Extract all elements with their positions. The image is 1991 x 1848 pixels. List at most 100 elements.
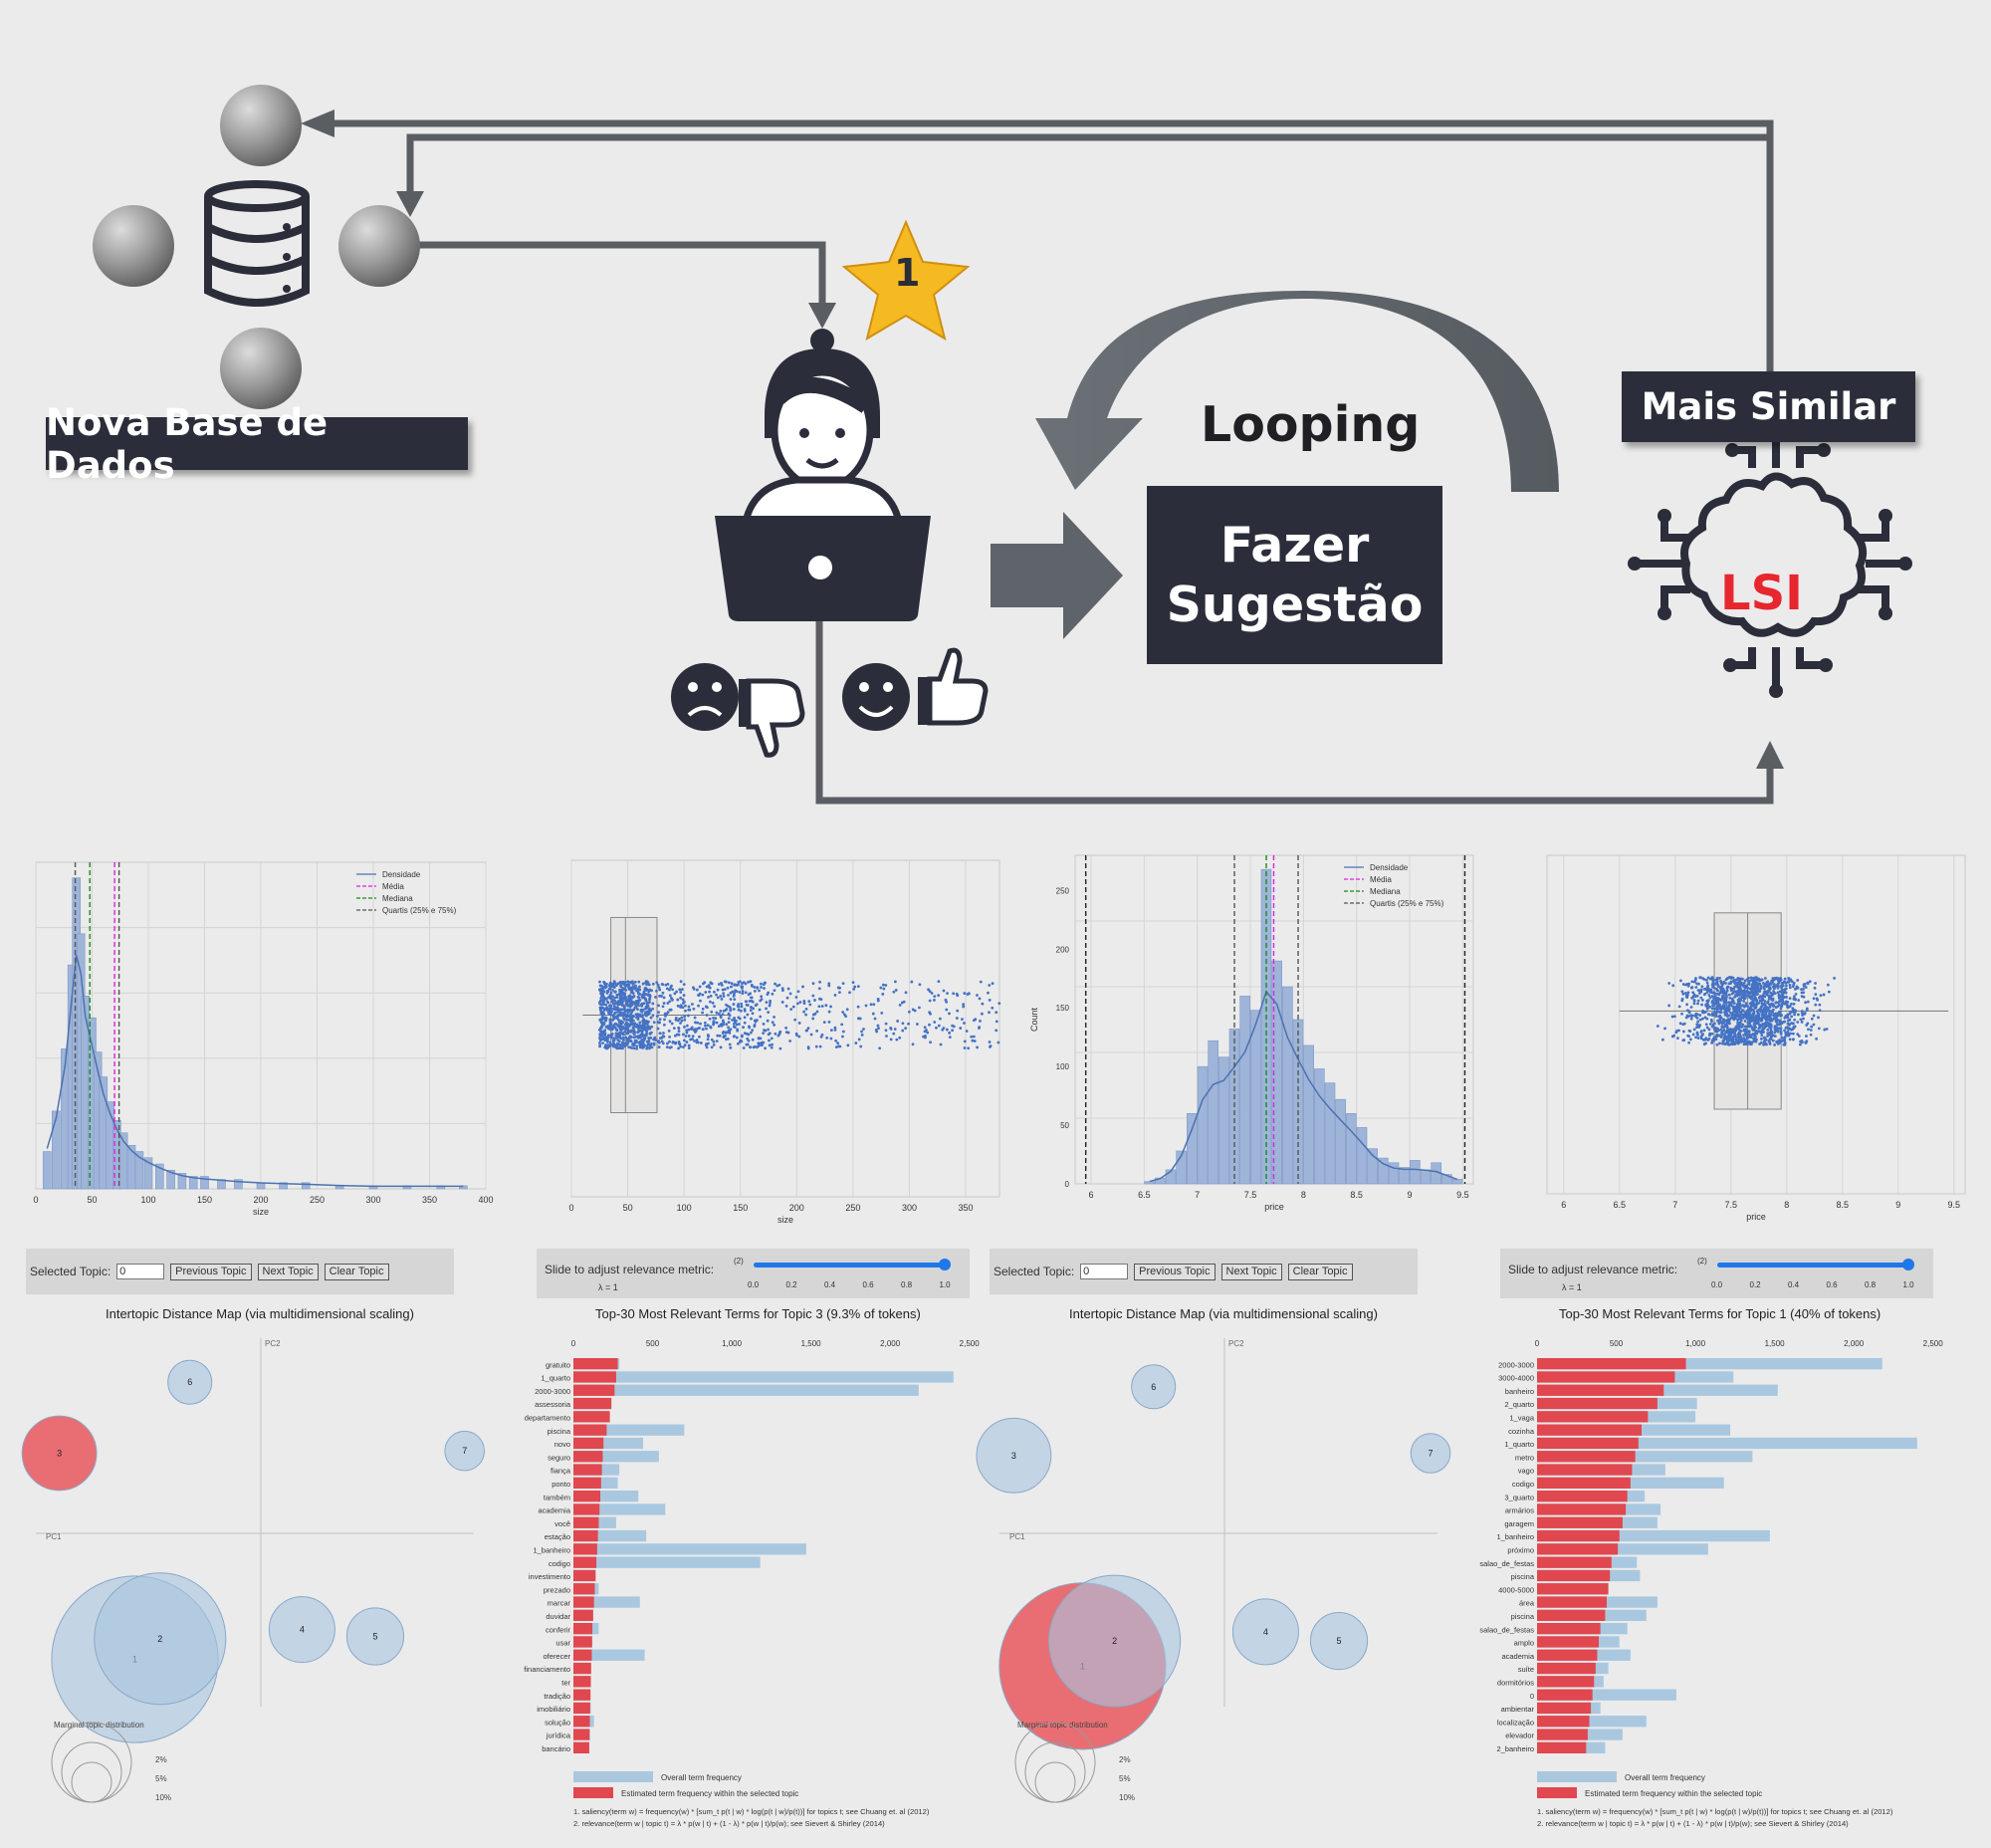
strip-point: [640, 1025, 644, 1029]
strip-point: [1797, 1035, 1801, 1038]
slider-handle[interactable]: [939, 1259, 951, 1270]
strip-point: [737, 983, 740, 987]
strip-point: [611, 1039, 615, 1042]
strip-point: [657, 986, 661, 990]
strip-point: [1776, 1014, 1779, 1018]
x-tick-label: 0: [1535, 1339, 1540, 1348]
strip-point: [633, 1003, 637, 1006]
selected-topic-input[interactable]: 0: [116, 1264, 165, 1279]
relevance-slider[interactable]: [754, 1263, 945, 1268]
strip-point: [1802, 984, 1806, 988]
strip-point: [1705, 978, 1708, 982]
strip-point: [1778, 1019, 1782, 1023]
clear-topic-button[interactable]: Clear Topic: [1287, 1263, 1353, 1280]
histogram-bar: [155, 1163, 164, 1190]
strip-point: [1748, 987, 1752, 991]
strip-point: [1712, 991, 1716, 995]
strip-point: [1714, 996, 1717, 999]
legend-swatch-overall: [1537, 1771, 1617, 1782]
strip-point: [1804, 1001, 1808, 1005]
strip-point: [1788, 986, 1792, 990]
strip-point: [1737, 1028, 1741, 1032]
strip-point: [613, 1016, 617, 1020]
strip-point: [617, 1000, 621, 1004]
strip-point: [641, 1022, 645, 1026]
strip-point: [738, 1017, 742, 1021]
strip-point: [1738, 1016, 1742, 1020]
strip-point: [1707, 1028, 1711, 1032]
strip-point: [693, 1028, 697, 1032]
strip-point: [1734, 1007, 1738, 1010]
previous-topic-button[interactable]: Previous Topic: [1134, 1263, 1216, 1280]
strip-point: [1749, 997, 1753, 1001]
strip-point: [794, 996, 798, 999]
strip-point: [928, 999, 932, 1003]
histogram-bar: [1144, 1181, 1155, 1185]
strip-point: [1729, 977, 1733, 980]
strip-point: [608, 995, 612, 998]
selected-topic-input[interactable]: 0: [1080, 1264, 1129, 1279]
overall-frequency-bar: [573, 1451, 659, 1463]
strip-point: [709, 981, 713, 985]
pc2-label: PC2: [1228, 1339, 1244, 1348]
strip-point: [646, 1021, 650, 1025]
strip-point: [751, 1012, 755, 1016]
strip-point: [599, 1018, 603, 1022]
strip-point: [1741, 993, 1745, 997]
term-label: conferir: [546, 1625, 571, 1634]
strip-point: [1742, 1000, 1746, 1003]
strip-point: [622, 1027, 626, 1031]
strip-point: [642, 1020, 646, 1024]
topic-frequency-bar: [573, 1662, 591, 1675]
y-tick-label: 0: [1065, 1180, 1070, 1189]
clear-topic-button[interactable]: Clear Topic: [324, 1263, 389, 1280]
strip-point: [641, 982, 645, 986]
strip-point: [661, 991, 665, 995]
strip-point: [1715, 1010, 1719, 1014]
strip-point: [1739, 1040, 1743, 1043]
topic-frequency-bar: [573, 1358, 618, 1370]
next-topic-button[interactable]: Next Topic: [257, 1263, 319, 1280]
strip-point: [1739, 1030, 1743, 1033]
strip-point: [697, 994, 700, 997]
strip-point: [1779, 977, 1782, 980]
topic-frequency-bar: [1537, 1716, 1590, 1728]
strip-point: [764, 1029, 768, 1033]
strip-point: [1708, 1034, 1711, 1038]
marginal-size-label: 2%: [155, 1755, 167, 1764]
strip-point: [1689, 1017, 1693, 1021]
strip-point: [618, 1032, 622, 1036]
strip-point: [827, 1010, 831, 1014]
strip-point: [657, 1004, 660, 1008]
strip-point: [815, 1010, 819, 1014]
strip-point: [1804, 986, 1808, 989]
slider-handle[interactable]: [1902, 1259, 1914, 1270]
strip-point: [1705, 1002, 1709, 1006]
x-tick-label: 400: [478, 1195, 493, 1205]
lambda-value: λ = 1: [1562, 1282, 1582, 1292]
x-tick-label: 2,000: [880, 1339, 901, 1348]
relevance-slider[interactable]: [1717, 1263, 1908, 1268]
strip-point: [636, 1000, 640, 1004]
strip-point: [705, 1014, 709, 1017]
strip-point: [717, 983, 721, 986]
star-number: 1: [894, 251, 921, 295]
strip-points: [1656, 976, 1836, 1046]
strip-point: [644, 1034, 648, 1038]
strip-point: [658, 988, 662, 992]
strip-point: [751, 1029, 755, 1032]
strip-point: [796, 990, 800, 994]
strip-point: [749, 980, 753, 984]
strip-point: [784, 1004, 788, 1008]
x-tick-label: 6.5: [1614, 1200, 1627, 1210]
strip-point: [1802, 1017, 1805, 1021]
histogram-bar: [301, 1182, 311, 1190]
next-topic-button[interactable]: Next Topic: [1220, 1263, 1282, 1280]
strip-point: [710, 1045, 714, 1049]
strip-point: [621, 1014, 625, 1018]
x-tick-label: 1,500: [801, 1339, 822, 1348]
strip-point: [928, 1023, 931, 1027]
previous-topic-button[interactable]: Previous Topic: [170, 1263, 252, 1280]
strip-point: [734, 989, 737, 993]
